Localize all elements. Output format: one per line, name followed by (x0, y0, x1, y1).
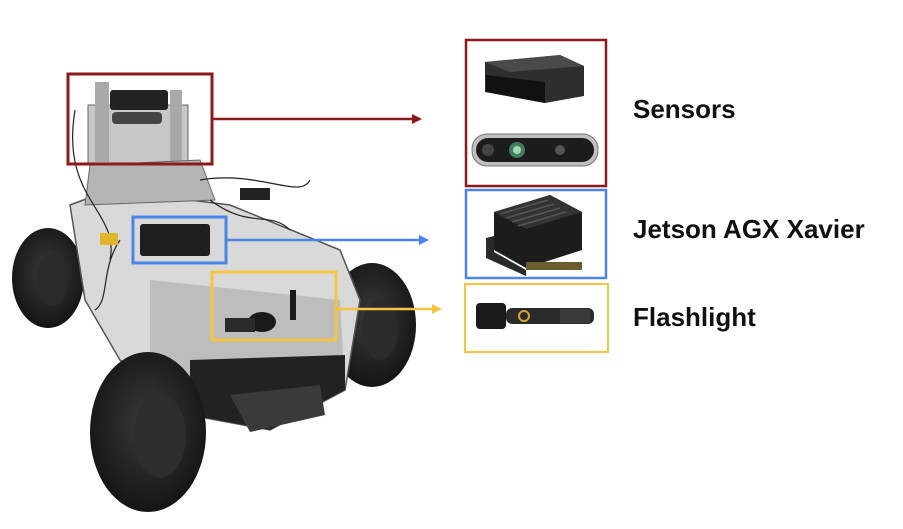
jetson-label: Jetson AGX Xavier (633, 214, 865, 244)
depth-camera-icon (471, 133, 599, 167)
robot-vehicle-photo (12, 82, 416, 512)
flashlight-highlight-box (210, 270, 338, 342)
jetson-module-icon (486, 195, 582, 276)
jetson-component-box (464, 188, 608, 280)
sensors-label: Sensors (633, 94, 736, 124)
sensors-component-box (464, 38, 608, 188)
wheel-icon (90, 352, 206, 512)
flashlight-icon (476, 303, 594, 329)
wheel-icon (12, 228, 84, 328)
flashlight-component-box (464, 283, 609, 353)
lidar-sensor-icon (485, 55, 584, 103)
flashlight-label: Flashlight (633, 302, 756, 332)
